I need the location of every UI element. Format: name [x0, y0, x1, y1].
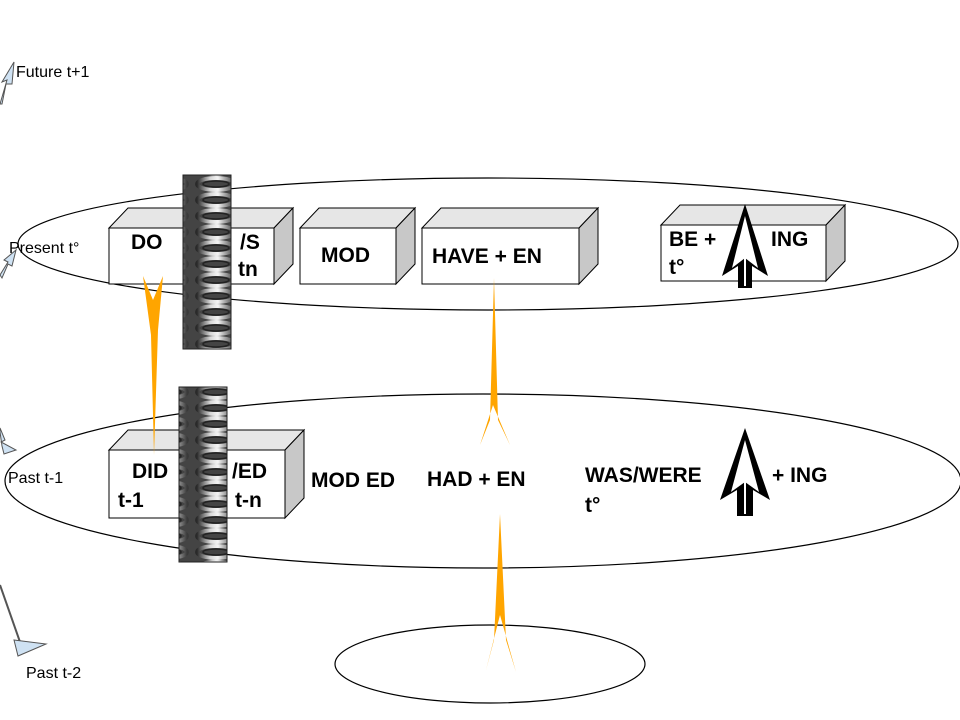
do-box [107, 206, 295, 286]
past2-axis-line [0, 584, 21, 643]
present-plane [17, 177, 959, 311]
past2-to-had-spike [486, 514, 516, 672]
plus-ing-label: + ING [772, 464, 827, 487]
have-en-label: HAVE + EN [432, 245, 542, 268]
present-t0-label: t° [669, 256, 684, 279]
had-en-label: HAD + EN [427, 468, 526, 491]
have-en-box [420, 206, 600, 286]
past2-arrow-icon [13, 639, 48, 657]
t-minus-n-label: t-n [235, 489, 262, 512]
past-up-arrow-icon [720, 428, 770, 516]
present-label: Present t° [9, 240, 79, 257]
ing-label: ING [771, 228, 808, 251]
mod-label: MOD [321, 244, 370, 267]
t-minus-1-label: t-1 [118, 489, 144, 512]
do-label: DO [131, 231, 163, 254]
timeline-axis: Future t+1 Present t° Past t-1 Past t-2 [0, 61, 89, 682]
past2-plane [334, 624, 646, 704]
present-up-arrow-icon [722, 204, 768, 288]
present-arrow-icon [0, 248, 17, 280]
future-arrow-icon [0, 61, 15, 105]
past1-plane [4, 393, 960, 569]
mod-box [298, 206, 417, 286]
present-spring-icon [182, 174, 232, 350]
be-plus-label: BE + [669, 228, 716, 251]
had-to-have-spike [480, 278, 510, 445]
s-suffix-label: /S [240, 231, 260, 254]
was-were-label: WAS/WERE [585, 464, 702, 487]
tn-label: tn [238, 258, 258, 281]
past1-label: Past t-1 [8, 470, 63, 487]
past2-label: Past t-2 [26, 665, 81, 682]
mod-ed-label: MOD ED [311, 469, 395, 492]
did-label: DID [132, 460, 168, 483]
ed-suffix-label: /ED [232, 460, 267, 483]
past-spring-icon [178, 386, 228, 563]
future-label: Future t+1 [16, 64, 89, 81]
past1-arrow-icon [0, 427, 18, 455]
past-t0-label: t° [585, 494, 600, 517]
do-to-did-spike [143, 276, 163, 455]
